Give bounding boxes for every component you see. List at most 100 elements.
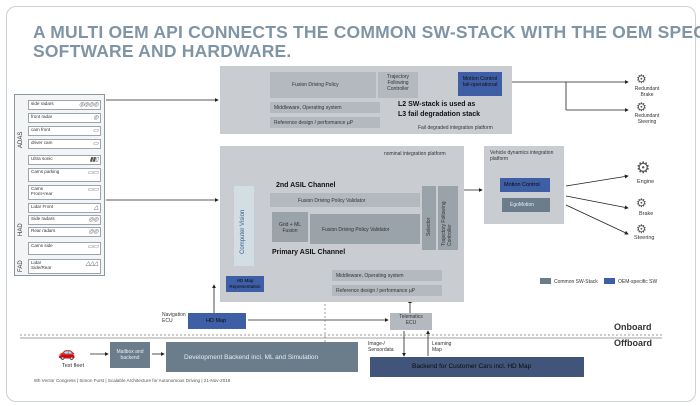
slide-title-line-1: A MULTI OEM API CONNECTS THE COMMON SW-S… — [33, 22, 700, 42]
steering-icon: ⚙ — [636, 222, 647, 236]
nominal-middleware-box — [332, 270, 442, 281]
test-fleet-car-icon: 🚗 — [58, 344, 76, 360]
backend-customer-label: Backend for Customer Cars incl. HD Map — [412, 363, 532, 370]
grid-ml-fusion-label: Grid + ML Fusion — [278, 222, 302, 234]
fail-fusion-label: Fusion Driving Policy — [292, 82, 339, 88]
brake-label: Brake — [639, 211, 654, 217]
vd-motion-control-box — [500, 178, 550, 192]
second-asil-row: Fusion Driving Policy Validator — [298, 198, 366, 204]
telematics-ecu-label: Telematics ECU — [399, 314, 423, 326]
radar-icon: ◎ — [93, 115, 98, 121]
camera-icon: ▭ — [92, 141, 99, 147]
vehicle-dynamics-label: Vehicle dynamics integration platform — [490, 150, 554, 162]
fail-reference-label: Reference design / performance µP — [274, 120, 354, 126]
slide-title-line-2: SOFTWARE AND HARDWARE. — [33, 41, 292, 61]
fail-fusion-box — [270, 72, 376, 98]
l3-stack-text: L3 fail degradation stack — [398, 111, 481, 118]
brake-icon: ⚙ — [636, 196, 647, 210]
sensor-lidar-side-rear: Lidar Side/Rear△△△ — [28, 259, 101, 274]
sensor-cams-side: Cams side▭▭ — [28, 242, 101, 255]
redundant-steering-label: Redundant Steering — [634, 113, 660, 125]
image-sensordata-label: Image-/ Sensordata — [368, 341, 394, 353]
lidar-icon: △△△ — [85, 261, 99, 267]
fail-reference-box — [270, 117, 380, 128]
primary-asil-label: Primary ASIL Channel — [272, 249, 346, 256]
development-backend-label: Development Backend incl. ML and Simulat… — [184, 354, 319, 361]
fail-motion-control-label: Motion Control fail-operational — [462, 76, 498, 88]
engine-label: Engine — [637, 179, 655, 185]
l2-stack-text: L2 SW-stack is used as — [398, 101, 476, 108]
steering-label: Steering — [634, 235, 655, 241]
fail-motion-control-box — [458, 72, 502, 96]
sensor-side-radars-had: Side radars◎◎ — [28, 215, 101, 225]
offboard-label: Offboard — [614, 338, 652, 348]
development-backend-box — [166, 342, 358, 372]
nominal-middleware-label: Middleware, Operating system — [336, 273, 404, 279]
nominal-platform-label: nominal integration platform — [384, 151, 446, 157]
camera-icon: ▭▭ — [87, 170, 99, 176]
sensor-cams-parking: Cams parking▭▭ — [28, 168, 101, 182]
sensor-driver-cam: driver cam▭ — [28, 139, 101, 149]
learning-map-label: Learning Map — [432, 341, 452, 353]
ultrasonic-icon: ▮▮▯ — [89, 157, 99, 163]
radar-icon: ◎◎ — [88, 217, 99, 223]
sensor-ultra-sonic: Ultra sonic▮▮▯ — [28, 155, 101, 165]
nominal-reference-label: Reference design / performance µP — [336, 288, 416, 294]
lidar-icon: △ — [93, 205, 99, 211]
fail-trajectory-label: Trajectory Following Controller — [386, 74, 410, 92]
redundant-brake-icon: ⚙ — [636, 72, 647, 86]
adas-group-label: ADAS — [18, 131, 24, 148]
grid-ml-fusion-box — [272, 212, 308, 242]
sensor-side-radars: side radars◎◎◎◎ — [28, 100, 101, 110]
telematics-ecu-box — [390, 313, 432, 330]
redundant-steering-icon: ⚙ — [636, 100, 647, 114]
vd-motion-control-label: Motion Control — [504, 182, 540, 188]
legend-oem-label: OEM-specific SW — [618, 279, 658, 285]
sensor-front-radar: front radar◎ — [28, 113, 101, 123]
fad-group-label: FAD — [18, 260, 24, 272]
radar-icon: ◎◎◎◎ — [79, 102, 98, 108]
selector-label: Selector — [426, 217, 432, 236]
hd-map-representation-label: HD Map Representation — [229, 278, 261, 289]
second-asil-box — [270, 193, 420, 207]
sensor-cam-front: cam front▭ — [28, 126, 101, 136]
primary-asil-box — [310, 214, 420, 244]
had-group-label: HAD — [18, 223, 24, 236]
legend-oem-swatch — [604, 278, 615, 284]
onboard-label: Onboard — [614, 322, 652, 332]
egomotion-box — [502, 198, 550, 212]
sensor-cams-front-rear: Cams Front+rear▭▭ — [28, 185, 101, 200]
computer-vision-label: Computer Vision — [240, 209, 246, 254]
engine-icon: ⚙ — [636, 160, 651, 177]
nominal-reference-box — [332, 285, 442, 296]
mailbox-label: Mailbox and backend — [116, 349, 144, 361]
radar-icon: ◎◎ — [88, 229, 99, 235]
hd-map-representation-box — [226, 276, 264, 292]
fail-middleware-box — [270, 102, 380, 113]
second-asil-label: 2nd ASIL Channel — [276, 182, 336, 189]
selector-box — [422, 186, 436, 250]
mailbox-box — [110, 342, 150, 368]
egomotion-label: EgoMotion — [510, 202, 534, 208]
camera-icon: ▭ — [92, 128, 99, 134]
sensor-rear-radars: Rear radars◎◎ — [28, 227, 101, 237]
fail-platform-label: Fail degraded integration platform — [418, 125, 493, 131]
fail-middleware-label: Middleware, Operating system — [274, 105, 342, 111]
nominal-trajectory-label: Trajectory Following Controller — [441, 201, 453, 246]
hd-map-box — [188, 313, 246, 329]
legend-common-label: Common SW-Stack — [554, 279, 598, 285]
backend-customer-box — [370, 357, 584, 377]
hd-map-label: HD Map — [206, 318, 227, 324]
fail-trajectory-box — [378, 72, 418, 98]
redundant-brake-label: Redundant Brake — [634, 86, 660, 98]
primary-asil-row: Fusion Driving Policy Validator — [322, 227, 390, 233]
legend-common-swatch — [540, 278, 551, 284]
camera-icon: ▭▭ — [87, 244, 99, 250]
navigation-ecu-label: Navigation ECU — [162, 312, 186, 324]
camera-icon: ▭▭ — [87, 187, 99, 193]
computer-vision-box — [234, 186, 254, 266]
nominal-trajectory-box — [438, 186, 458, 250]
footer-text: 9th Vector Congress | Simon Furst | Scal… — [34, 378, 231, 383]
sensor-lidar-front: Lidar Front△ — [28, 203, 101, 213]
